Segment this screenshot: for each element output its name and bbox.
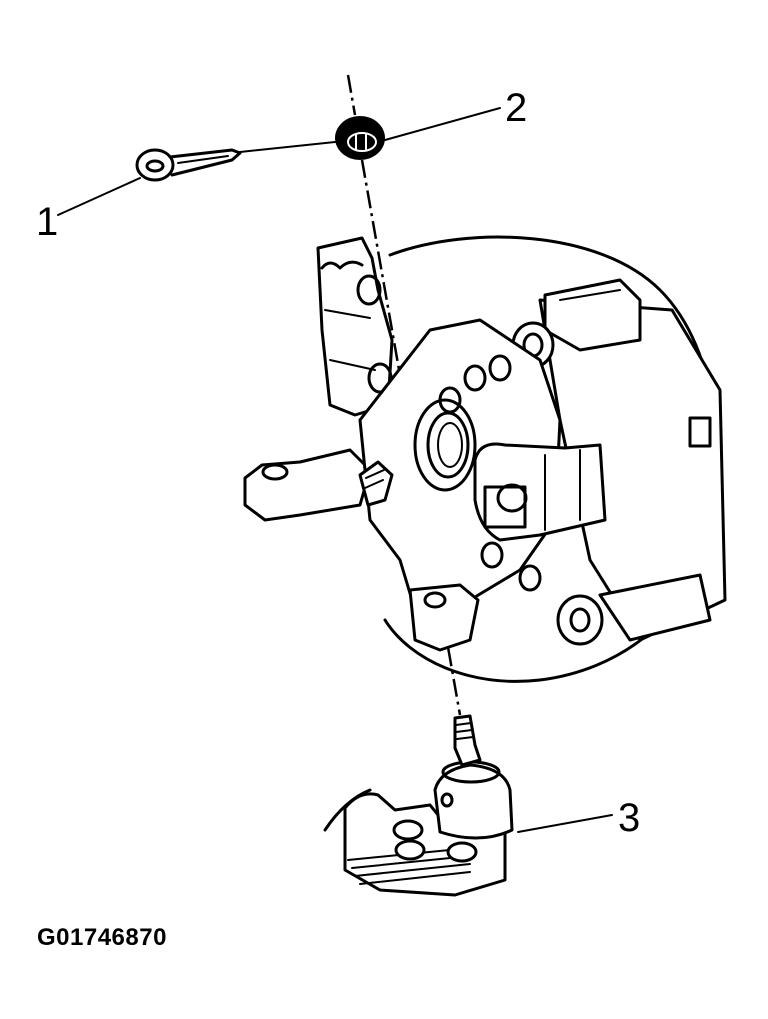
- castle-nut-drawing: [335, 107, 501, 160]
- callout-2-label: 2: [505, 86, 528, 130]
- lower-ball-joint-drawing: [323, 714, 613, 897]
- steering-knuckle-assembly: [243, 235, 727, 683]
- cotter-pin-drawing: [57, 141, 336, 216]
- figure-id-label: G01746870: [37, 924, 167, 951]
- callout-1-label: 1: [36, 200, 59, 244]
- callout-3-label: 3: [618, 796, 641, 840]
